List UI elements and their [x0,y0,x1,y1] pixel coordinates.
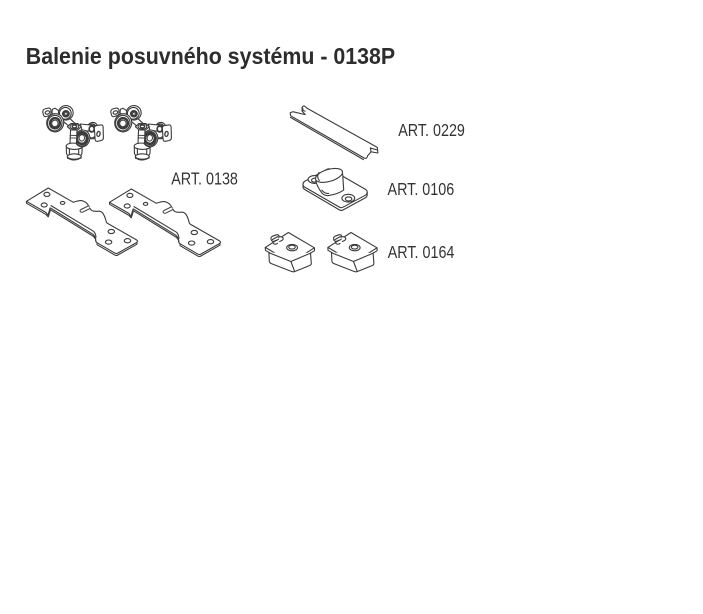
svg-text:ART. 0106: ART. 0106 [388,180,455,200]
svg-text:ART. 0229: ART. 0229 [398,121,465,141]
svg-text:Balenie posuvného systému - 01: Balenie posuvného systému - 0138P [26,43,395,69]
svg-text:ART. 0138: ART. 0138 [171,169,238,189]
svg-text:ART. 0164: ART. 0164 [388,242,455,262]
